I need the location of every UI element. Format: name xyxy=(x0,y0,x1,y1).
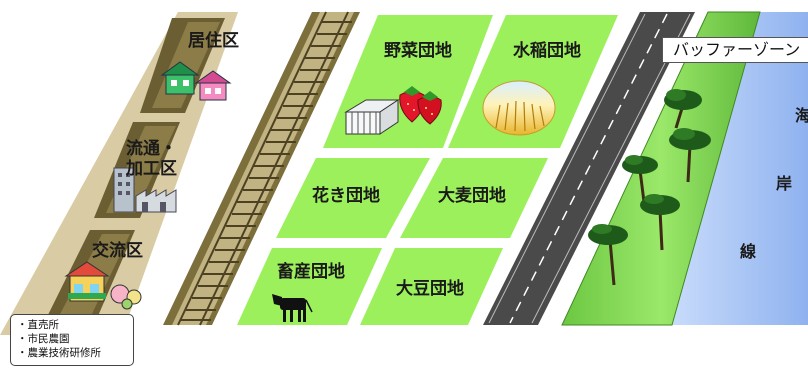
label-residential-zone: 居住区 xyxy=(188,31,239,51)
label-distribution-zone: 流通・ 加工区 xyxy=(126,139,177,179)
market-illustration xyxy=(64,261,142,310)
coast-band xyxy=(670,12,808,325)
label-soybean-field: 大豆団地 xyxy=(396,279,464,299)
field-wheat xyxy=(400,158,548,238)
greenhouse-illustration xyxy=(344,99,400,135)
paddy-illustration xyxy=(482,80,556,136)
facility-item: ・直売所 xyxy=(17,319,59,331)
label-livestock-field: 畜産団地 xyxy=(277,262,345,282)
label-paddy-field: 水稲団地 xyxy=(513,41,581,61)
label-wheat-field: 大麦団地 xyxy=(438,186,506,206)
label-distribution-line2: 加工区 xyxy=(126,158,177,179)
facility-list: ・直売所 ・市民農園 ・農業技術研修所 xyxy=(10,314,134,366)
field-livestock xyxy=(237,248,382,325)
label-exchange-zone: 交流区 xyxy=(92,241,143,261)
coast-char-3: 線 xyxy=(740,242,757,261)
road-edge-left xyxy=(488,13,646,324)
label-distribution-line1: 流通・ xyxy=(126,139,177,159)
factory-illustration xyxy=(113,167,177,213)
road-center-line xyxy=(509,13,668,324)
houses-illustration xyxy=(160,61,232,101)
facility-item: ・市民農園 xyxy=(17,333,70,345)
strawberry-illustration xyxy=(399,86,442,125)
coast-char-1: 海 xyxy=(795,106,808,125)
label-vegetable-field: 野菜団地 xyxy=(384,41,452,61)
trees-illustration xyxy=(588,89,711,286)
cow-illustration xyxy=(272,294,313,322)
rail-ties xyxy=(181,21,352,321)
buffer-zone-label: バッファーゾーン xyxy=(662,37,808,63)
coast-char-2: 岸 xyxy=(776,174,793,193)
field-flower xyxy=(276,158,430,238)
field-soybean xyxy=(360,248,503,325)
facility-item: ・農業技術研修所 xyxy=(17,347,101,359)
road-edge-right xyxy=(531,13,691,324)
label-flower-field: 花き団地 xyxy=(312,186,380,206)
